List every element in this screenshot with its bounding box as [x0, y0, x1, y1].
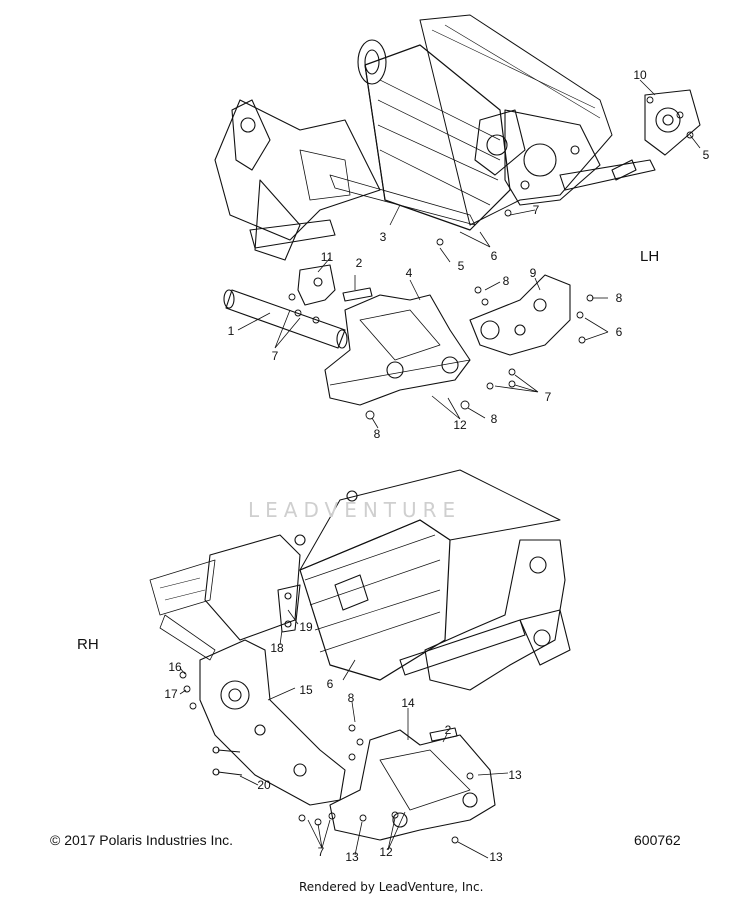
- callout-1: 1: [227, 324, 235, 338]
- link-parts-18-19: [277, 584, 301, 633]
- leadventure-watermark: LEADVENTURE: [248, 498, 462, 522]
- callout-8: 8: [615, 291, 623, 305]
- leader-lines: [179, 79, 701, 859]
- rendered-by-text: Rendered by LeadVenture, Inc.: [299, 880, 484, 894]
- callout-2: 2: [444, 723, 452, 737]
- bottom-fasteners: [179, 671, 474, 844]
- callout-8: 8: [502, 274, 510, 288]
- bottom-frame-assembly: [149, 469, 571, 691]
- callout-10: 10: [633, 68, 647, 82]
- callout-14: 14: [401, 696, 415, 710]
- strap-part-2: [342, 287, 373, 302]
- callout-6: 6: [490, 249, 498, 263]
- callout-9: 9: [529, 266, 537, 280]
- callout-8: 8: [373, 427, 381, 441]
- diagram-part-number: 600762: [634, 832, 681, 848]
- front-mount-part-14: [329, 729, 496, 841]
- callout-5: 5: [702, 148, 710, 162]
- callout-7: 7: [532, 203, 540, 217]
- top-frame-assembly: [214, 14, 656, 261]
- callout-13: 13: [489, 850, 503, 864]
- strap-part-2-bottom: [429, 727, 458, 742]
- lh-side-label: LH: [640, 248, 660, 265]
- front-mount-part-4: [324, 294, 471, 406]
- callout-7: 7: [544, 390, 552, 404]
- callout-20: 20: [257, 778, 271, 792]
- callout-15: 15: [299, 683, 313, 697]
- callout-4: 4: [405, 266, 413, 280]
- callout-6: 6: [615, 325, 623, 339]
- rh-side-label: RH: [77, 636, 99, 653]
- callout-19: 19: [299, 620, 313, 634]
- side-plate-part-15: [199, 639, 346, 806]
- bracket-part-11: [297, 264, 336, 306]
- bearing-plate-part-10: [644, 89, 701, 156]
- copyright-text: © 2017 Polaris Industries Inc.: [50, 832, 234, 848]
- callout-2: 2: [355, 256, 363, 270]
- callout-17: 17: [164, 687, 178, 701]
- callout-18: 18: [270, 641, 284, 655]
- callout-13: 13: [508, 768, 522, 782]
- callout-8: 8: [347, 691, 355, 705]
- callout-5: 5: [457, 259, 465, 273]
- bolts-part-20: [212, 746, 243, 776]
- callout-11: 11: [320, 250, 334, 264]
- callout-12: 12: [379, 845, 393, 859]
- side-plate-part-9: [469, 274, 571, 356]
- callout-8: 8: [490, 412, 498, 426]
- callout-7: 7: [271, 349, 279, 363]
- callout-6: 6: [326, 677, 334, 691]
- callout-3: 3: [379, 230, 387, 244]
- callout-12: 12: [453, 418, 467, 432]
- callout-13: 13: [345, 850, 359, 864]
- tube-part-1: [223, 289, 348, 349]
- callout-7: 7: [317, 845, 325, 859]
- callout-16: 16: [168, 660, 182, 674]
